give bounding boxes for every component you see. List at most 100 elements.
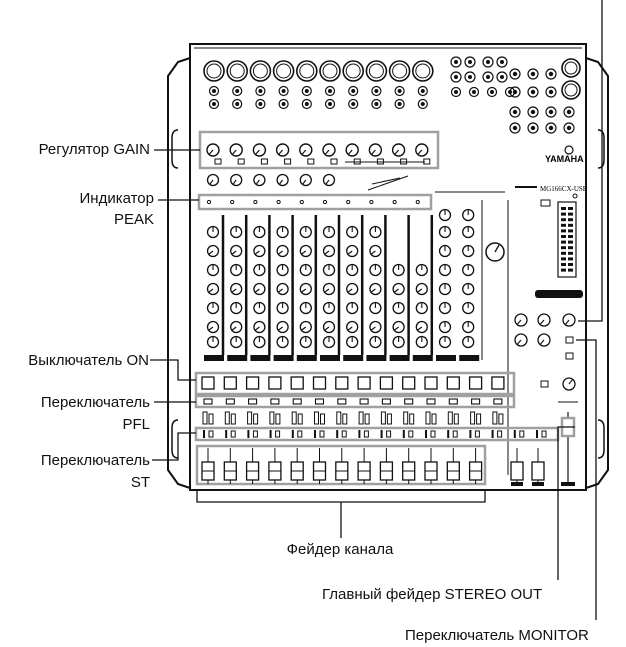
channel-knob — [253, 244, 266, 258]
fader-knob — [531, 461, 545, 481]
callout-monitor-upper — [578, 0, 603, 322]
pan-knob — [276, 335, 289, 349]
pan-knob — [369, 335, 382, 349]
output-jack — [509, 122, 521, 134]
trs-jack-center — [235, 89, 240, 93]
trs-jack — [278, 85, 289, 97]
channel-knob — [253, 225, 266, 239]
master-knob-pointer — [517, 339, 522, 345]
on-switch — [424, 376, 438, 390]
master-knob-pointer — [517, 319, 522, 325]
callout-fader-bracket — [196, 490, 486, 503]
power-jack — [564, 145, 574, 155]
callout-on — [150, 359, 196, 381]
group-switch — [320, 413, 325, 425]
output-jack-center — [548, 71, 554, 77]
group-switch — [297, 413, 303, 425]
channel-knob-pointer — [371, 288, 376, 293]
trs-jack — [232, 98, 243, 110]
channel-knob — [392, 320, 405, 334]
channel-knob-pointer — [347, 250, 353, 255]
trs-jack-center — [472, 90, 476, 94]
channel-label-bar — [436, 355, 456, 361]
channel-knob — [206, 320, 220, 334]
xlr-jack — [388, 60, 411, 82]
group-switch — [492, 411, 498, 425]
compressor-slope-line — [371, 177, 401, 185]
channel-knob-pointer — [208, 288, 214, 293]
callout-st — [152, 432, 196, 461]
group-switch — [230, 413, 236, 425]
pfl-switch — [314, 398, 325, 405]
on-switch — [402, 376, 416, 390]
trs-jack — [324, 98, 336, 110]
channel-knob — [206, 301, 220, 315]
pan-knob — [230, 335, 243, 349]
channel-label-bar — [459, 355, 480, 361]
channel-knob-pointer — [278, 326, 283, 331]
group-switch — [476, 413, 482, 425]
st-switch — [430, 430, 436, 438]
channel-knob-pointer — [278, 250, 283, 255]
side-panel-left — [167, 57, 191, 489]
channel-label-bar — [250, 355, 271, 361]
xlr-jack-inner — [206, 63, 222, 79]
output-jack — [545, 86, 557, 98]
channel-knob — [322, 282, 336, 296]
output-jack-center — [530, 109, 536, 115]
group-switch — [208, 413, 214, 425]
master-section — [514, 186, 583, 403]
phones-knob-pointer — [568, 378, 574, 385]
peak-led — [230, 199, 235, 205]
st-switch — [452, 430, 458, 438]
stereo-jack — [482, 56, 494, 68]
group-switch — [202, 411, 208, 425]
channel-knob-pointer — [231, 326, 237, 331]
channel-knob-pointer — [278, 288, 283, 293]
output-jack — [545, 106, 557, 118]
usb-led — [540, 199, 551, 207]
gain-knob — [368, 143, 383, 157]
label-monitor: Переключатель MONITOR — [405, 627, 589, 644]
monitor-switch — [565, 336, 574, 344]
group-switch — [470, 411, 476, 425]
xlr-jack — [411, 60, 434, 82]
model-name-text: MG166CX-USB — [540, 185, 588, 193]
channel-fader-highlight-box — [195, 444, 487, 486]
stereo-knob — [462, 208, 475, 222]
channel-knob — [322, 263, 336, 277]
trs-jack-center — [374, 102, 379, 106]
output-jack — [527, 86, 539, 98]
pan-knob — [346, 335, 359, 349]
channel-knob-pointer — [301, 250, 307, 255]
xlr-jack — [226, 60, 248, 82]
channel-knob — [276, 320, 289, 334]
trs-jack-center — [420, 89, 425, 93]
output-jack — [509, 86, 521, 98]
fader-base — [532, 482, 544, 486]
st-switch-mark — [402, 430, 405, 438]
channel-knob — [206, 263, 220, 277]
label-peak-line1: Индикатор — [79, 190, 155, 207]
meter-segment — [561, 251, 566, 255]
monitor-level-knob — [562, 313, 576, 327]
hpf-knob-pointer — [279, 179, 284, 185]
output-jack — [545, 122, 557, 134]
gain-knob-pointer — [371, 149, 376, 155]
trs-jack-center — [420, 102, 425, 106]
stereo-jack — [496, 71, 508, 83]
label-gain: Регулятор GAIN — [38, 141, 150, 158]
channel-knob — [253, 263, 266, 277]
channel-knob — [415, 301, 428, 315]
group-switch — [342, 413, 348, 425]
trs-jack — [394, 98, 405, 110]
label-peak-line2: PEAK — [113, 211, 154, 228]
channel-knob — [322, 244, 336, 258]
callout-monitor-lower — [576, 339, 597, 620]
peak-led — [346, 199, 351, 205]
on-switch — [468, 376, 483, 390]
channel-knob-pointer — [417, 288, 423, 293]
pfl-switch — [225, 398, 235, 405]
phones-jack — [561, 80, 581, 100]
stereo-knob — [462, 320, 475, 334]
